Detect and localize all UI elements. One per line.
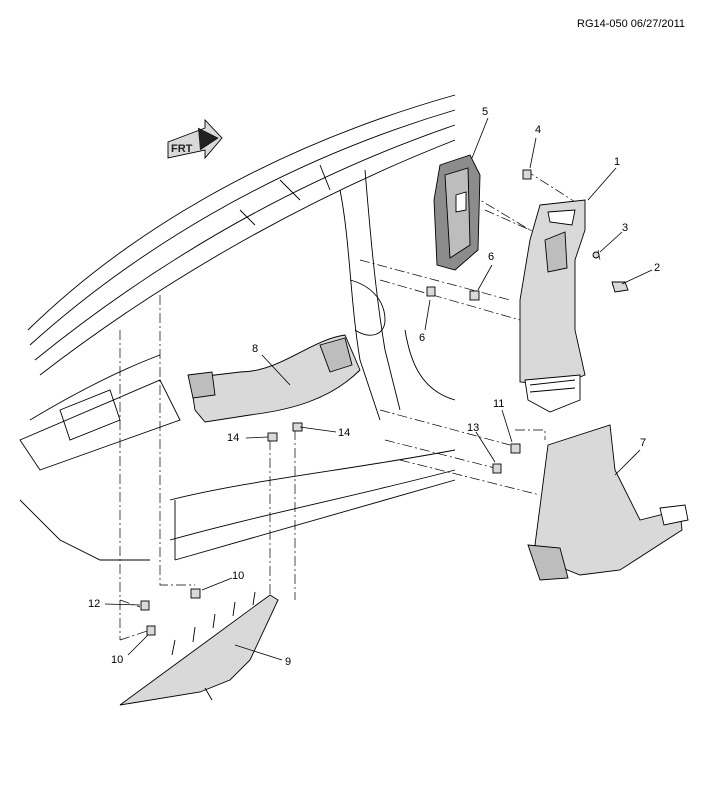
callout-6a: 6: [488, 251, 495, 263]
fastener-10b: [146, 625, 156, 636]
fastener-13: [492, 463, 502, 474]
callout-13: 13: [467, 422, 480, 434]
fasteners: [140, 169, 629, 636]
callout-7: 7: [640, 437, 647, 449]
fastener-6a: [426, 286, 436, 297]
fastener-14a: [267, 432, 278, 442]
callout-1: 1: [614, 156, 621, 168]
callout-9: 9: [285, 656, 292, 668]
fastener-2: [611, 281, 629, 293]
callout-8: 8: [252, 343, 259, 355]
callout-14a: 14: [227, 432, 240, 444]
callout-14b: 14: [338, 427, 351, 439]
fastener-6b: [469, 290, 480, 301]
callout-10b: 10: [111, 654, 124, 666]
callout-5: 5: [482, 106, 489, 118]
fastener-12: [140, 600, 150, 611]
callout-2: 2: [654, 262, 661, 274]
body-structure: [19, 94, 456, 561]
fastener-3: [592, 251, 600, 259]
callout-4: 4: [535, 124, 542, 136]
callout-6b: 6: [419, 332, 426, 344]
callout-leaders: [104, 117, 653, 661]
part-8-front-lower-trim: [187, 334, 361, 423]
part-7-pillar-lower-trim: [527, 424, 689, 581]
fastener-11: [510, 443, 521, 454]
front-arrow-label: FRT: [171, 143, 193, 155]
part-1-pillar-upper-trim: [519, 199, 586, 413]
part-5-panel: [433, 154, 481, 271]
diagram-reference-code: RG14-050 06/27/2011: [577, 18, 686, 30]
part-9-sill-trim: [119, 591, 279, 706]
fastener-10a: [190, 588, 201, 599]
fastener-4: [522, 169, 532, 180]
callout-10a: 10: [232, 570, 245, 582]
callout-3: 3: [622, 222, 629, 234]
callout-11: 11: [493, 398, 505, 410]
callout-12: 12: [88, 598, 101, 610]
front-arrow-indicator: FRT: [167, 118, 223, 160]
